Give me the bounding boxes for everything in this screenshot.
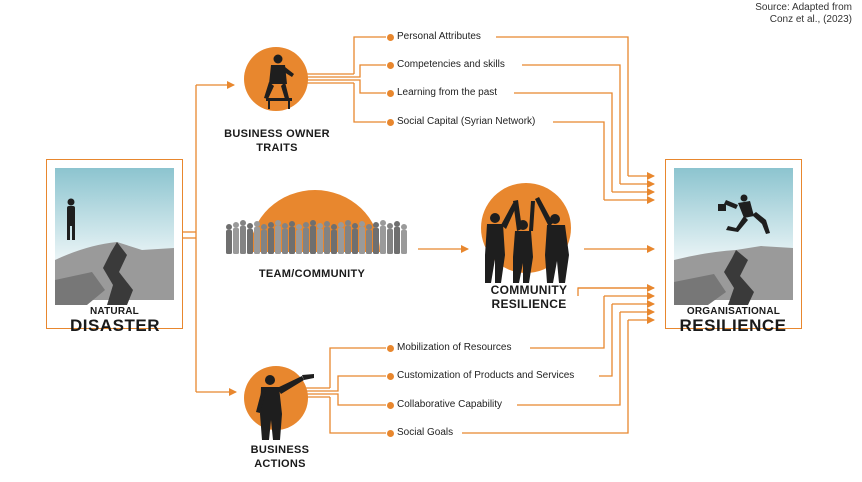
crowd-person-body xyxy=(275,226,281,254)
crowd-person-body xyxy=(338,228,344,254)
action-collaborative-capability: Collaborative Capability xyxy=(395,398,507,412)
crowd-person-head xyxy=(261,224,267,230)
crowd-person-body xyxy=(394,227,400,254)
crowd-person-body xyxy=(226,230,232,254)
crowd-person-body xyxy=(324,227,330,254)
crowd-person-body xyxy=(254,227,260,254)
owner-traits-line-1: BUSINESS OWNER xyxy=(224,128,330,140)
source-line-1: Source: Adapted from xyxy=(755,2,852,13)
team-community-label: TEAM/COMMUNITY xyxy=(258,268,366,280)
crowd-person-body xyxy=(247,229,253,254)
business-actions-line-1: BUSINESS xyxy=(250,444,310,456)
community-resilience-heading: COMMUNITY RESILIENCE xyxy=(455,283,603,311)
crowd-person-body xyxy=(380,226,386,254)
trait-dot xyxy=(387,62,394,69)
team-community-heading: TEAM/COMMUNITY xyxy=(232,267,392,281)
crowd-person-head xyxy=(275,220,281,226)
community-resilience-line-1: COMMUNITY xyxy=(490,283,568,297)
crowd-person-head xyxy=(310,220,316,226)
crowd-person-head xyxy=(247,223,253,229)
crowd-person-head xyxy=(366,224,372,230)
crowd-person-body xyxy=(345,226,351,254)
crowd-person-head xyxy=(268,222,274,228)
crowd-person-head xyxy=(296,224,302,230)
crowd-person-body xyxy=(317,229,323,254)
team-community-icon xyxy=(226,190,407,254)
crowd-person-body xyxy=(331,230,337,254)
trait-dot xyxy=(387,34,394,41)
action-dot xyxy=(387,345,394,352)
disaster-label: DISASTER xyxy=(70,316,160,335)
crowd-person-body xyxy=(240,226,246,254)
action-dot xyxy=(387,402,394,409)
crowd-person-body xyxy=(373,228,379,254)
organisational-resilience-box: ORGANISATIONAL xyxy=(665,159,802,329)
action-mobilization-of-resources: Mobilization of Resources xyxy=(395,341,516,355)
action-dot xyxy=(387,373,394,380)
crowd-person-body xyxy=(289,227,295,254)
crowd-person-head xyxy=(282,223,288,229)
crowd-person-head xyxy=(394,221,400,227)
crowd-person-body xyxy=(352,229,358,254)
business-actions-heading: BUSINESS ACTIONS xyxy=(215,443,345,471)
crowd-person-body xyxy=(296,230,302,254)
business-owner-icon xyxy=(244,47,308,111)
crowd-person-body xyxy=(303,228,309,254)
community-resilience-line-2: RESILIENCE xyxy=(491,297,567,311)
trait-dot xyxy=(387,90,394,97)
trait-learning-from-the-past: Learning from the past xyxy=(395,86,502,100)
action-dot xyxy=(387,430,394,437)
crowd-person-head xyxy=(401,224,407,230)
natural-disaster-box: NATURAL xyxy=(46,159,183,329)
owner-traits-line-2: TRAITS xyxy=(256,142,298,154)
crowd-person-body xyxy=(261,230,267,254)
crowd-person-head xyxy=(359,221,365,227)
crowd-person-body xyxy=(387,229,393,254)
action-customization-of-products: Customization of Products and Services xyxy=(395,369,579,383)
crowd-person-head xyxy=(226,224,232,230)
crowd-person-head xyxy=(331,224,337,230)
crowd-person-body xyxy=(268,228,274,254)
crowd-person-body xyxy=(366,230,372,254)
crowd-person-head xyxy=(240,220,246,226)
crowd-person-head xyxy=(352,223,358,229)
trait-personal-attributes: Personal Attributes xyxy=(395,30,485,44)
crowd-person-body xyxy=(401,230,407,254)
source-note: Source: Adapted from Conz et al., (2023) xyxy=(652,2,852,26)
crowd-person-head xyxy=(317,223,323,229)
resilience-label: RESILIENCE xyxy=(679,316,787,335)
crowd-person-body xyxy=(310,226,316,254)
crowd-person-head xyxy=(380,220,386,226)
disaster-illustration xyxy=(55,168,174,305)
crowd-person-head xyxy=(373,222,379,228)
trait-competencies-and-skills: Competencies and skills xyxy=(395,58,509,72)
crowd-person-head xyxy=(324,221,330,227)
crowd-person-body xyxy=(233,228,239,254)
action-social-goals: Social Goals xyxy=(395,426,458,440)
resilience-illustration xyxy=(674,168,793,305)
crowd-person-head xyxy=(233,222,239,228)
trait-social-capital: Social Capital (Syrian Network) xyxy=(395,115,540,129)
crowd-person-head xyxy=(338,222,344,228)
crowd-person-body xyxy=(359,227,365,254)
business-owner-traits-heading: BUSINESS OWNER TRAITS xyxy=(212,127,342,155)
business-actions-icon xyxy=(244,366,314,440)
community-resilience-icon xyxy=(481,183,571,283)
crowd-person-head xyxy=(387,223,393,229)
crowd-person-head xyxy=(345,220,351,226)
crowd-person-head xyxy=(303,222,309,228)
crowd-person-head xyxy=(254,221,260,227)
crowd-person-head xyxy=(289,221,295,227)
trait-dot xyxy=(387,119,394,126)
source-line-2: Conz et al., (2023) xyxy=(769,14,852,25)
crowd-person-body xyxy=(282,229,288,254)
organisational-label: ORGANISATIONAL xyxy=(686,306,781,317)
resilience-title-wrap: RESILIENCE xyxy=(664,316,802,336)
disaster-title-wrap: DISASTER xyxy=(46,316,184,336)
natural-label: NATURAL xyxy=(90,306,139,317)
business-actions-line-2: ACTIONS xyxy=(254,458,306,470)
